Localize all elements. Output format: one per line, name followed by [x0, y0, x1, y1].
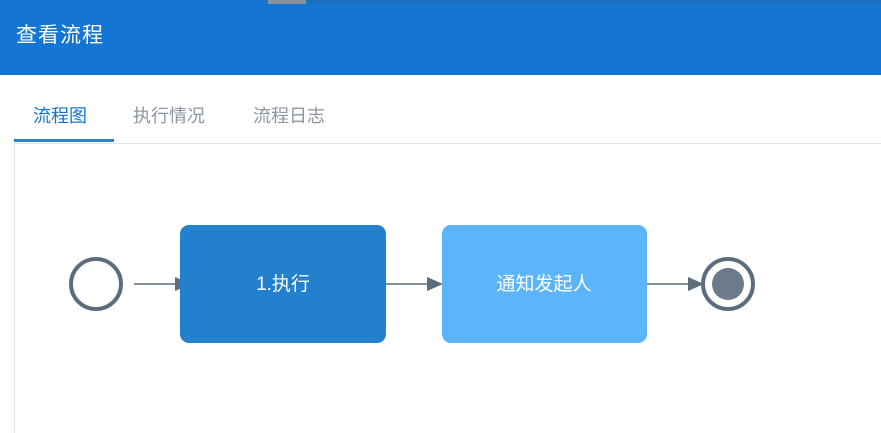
- task-node-2-label: 通知发起人: [496, 273, 591, 295]
- tab-execution-status[interactable]: 执行情况: [133, 106, 205, 126]
- edge-task1-to-task2: [386, 277, 443, 291]
- task-node-2[interactable]: 通知发起人: [442, 225, 647, 343]
- tab-flow-chart[interactable]: 流程图: [33, 106, 87, 126]
- edge-task2-to-end: [647, 277, 704, 291]
- active-tab-indicator: [14, 139, 114, 142]
- process-diagram[interactable]: 1.执行 通知发起人: [15, 144, 881, 433]
- window-top-strip: [268, 0, 306, 4]
- page-title: 查看流程: [16, 24, 104, 47]
- tab-bar: 流程图 执行情况 流程日志: [0, 75, 881, 143]
- start-event-node[interactable]: [69, 257, 123, 311]
- end-event-node[interactable]: [701, 257, 755, 311]
- app-header: 查看流程: [0, 0, 881, 75]
- window-top-strip-right: [306, 0, 881, 4]
- task-node-1-label: 1.执行: [256, 273, 310, 295]
- task-node-1[interactable]: 1.执行: [180, 225, 386, 343]
- flow-chart-panel: 1.执行 通知发起人: [14, 143, 881, 433]
- tab-process-log[interactable]: 流程日志: [253, 106, 325, 126]
